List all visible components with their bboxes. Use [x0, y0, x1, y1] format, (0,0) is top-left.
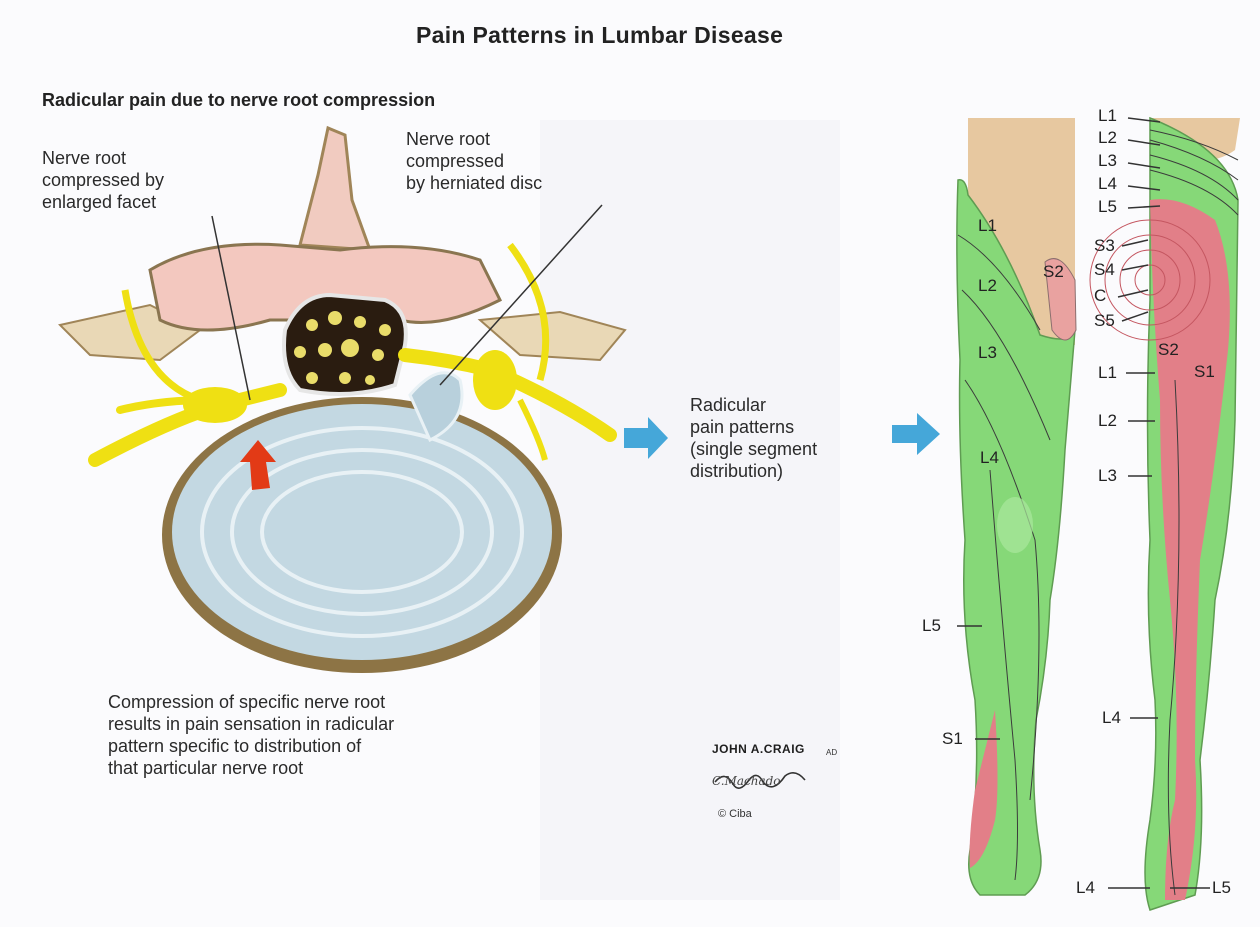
left-dorsal-ganglion — [183, 387, 247, 423]
front-knee-highlight — [997, 497, 1033, 553]
front-label-l2: L2 — [978, 276, 997, 296]
back-label-s4: S4 — [1094, 260, 1115, 280]
intervertebral-disc — [172, 404, 552, 660]
back-label-s2: S2 — [1158, 340, 1179, 360]
foot-label-l5: L5 — [1212, 878, 1231, 898]
caption-text: Compression of specific nerve root resul… — [108, 691, 394, 779]
back-label-l5: L5 — [1098, 197, 1117, 217]
pattern-callout: Radicular pain patterns (single segment … — [690, 394, 817, 482]
back-label-s5: S5 — [1094, 311, 1115, 331]
foot-label-l4: L4 — [1076, 878, 1095, 898]
front-label-l1: L1 — [978, 216, 997, 236]
artist-name: JOHN A.CRAIG — [712, 742, 805, 756]
back-label-l3: L3 — [1098, 151, 1117, 171]
front-label-l3: L3 — [978, 343, 997, 363]
right-dorsal-ganglion — [473, 350, 517, 410]
front-label-s1: S1 — [942, 729, 963, 749]
artist-script: C.Machado — [712, 774, 781, 788]
front-label-l5: L5 — [922, 616, 941, 636]
copyright-text: © Ciba — [718, 808, 752, 820]
page-title: Pain Patterns in Lumbar Disease — [416, 22, 783, 49]
back-label-left-l1: L1 — [1098, 363, 1117, 383]
back-label-c: C — [1094, 286, 1106, 306]
back-label-l2: L2 — [1098, 128, 1117, 148]
front-label-s2: S2 — [1043, 262, 1064, 282]
back-label-l4: L4 — [1098, 174, 1117, 194]
disc-callout: Nerve root compressed by herniated disc — [406, 128, 542, 194]
facet-callout: Nerve root compressed by enlarged facet — [42, 147, 164, 213]
back-label-left-l2: L2 — [1098, 411, 1117, 431]
back-label-l1: L1 — [1098, 106, 1117, 126]
back-label-s3: S3 — [1094, 236, 1115, 256]
artist-suffix: AD — [826, 748, 837, 757]
back-label-s1: S1 — [1194, 362, 1215, 382]
background-ghost-panel — [540, 120, 840, 900]
section-subtitle: Radicular pain due to nerve root compres… — [42, 90, 435, 111]
back-label-left-l4: L4 — [1102, 708, 1121, 728]
front-label-l4: L4 — [980, 448, 999, 468]
back-label-left-l3: L3 — [1098, 466, 1117, 486]
